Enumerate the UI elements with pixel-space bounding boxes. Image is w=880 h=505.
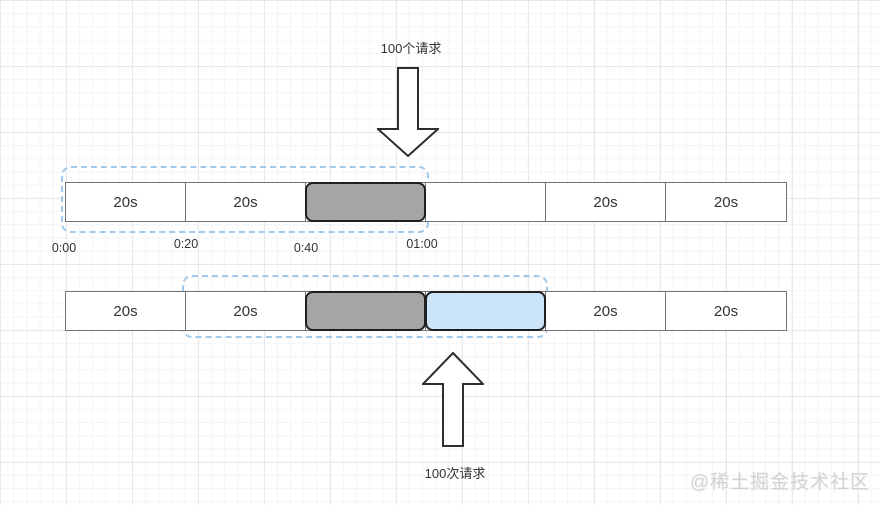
requests-label-bottom: 100次请求 bbox=[424, 466, 486, 481]
segment-label: 20s bbox=[233, 193, 258, 211]
timeline-bar-top: 20s 20s 20s 20s bbox=[65, 182, 787, 222]
axis-tick: 0:40 bbox=[293, 241, 319, 255]
up-arrow-icon bbox=[422, 352, 484, 447]
segment-cell: 20s bbox=[186, 292, 306, 330]
segment-cell: 20s bbox=[546, 183, 666, 221]
segment-cell: 20s bbox=[66, 183, 186, 221]
axis-tick: 01:00 bbox=[406, 237, 438, 251]
requests-label-top: 100个请求 bbox=[380, 41, 442, 56]
axis-tick: 0:00 bbox=[51, 241, 77, 255]
segment-cell bbox=[305, 182, 426, 222]
blue-counter-block bbox=[425, 291, 546, 331]
segment-cell: 20s bbox=[666, 183, 786, 221]
segment-cell bbox=[425, 291, 546, 331]
segment-label: 20s bbox=[233, 302, 258, 320]
gray-counter-block bbox=[305, 182, 426, 222]
segment-label: 20s bbox=[713, 193, 739, 211]
segment-label: 20s bbox=[593, 193, 618, 211]
axis-tick: 0:20 bbox=[173, 237, 199, 251]
segment-label: 20s bbox=[593, 302, 618, 320]
segment-cell: 20s bbox=[666, 292, 786, 330]
segment-label: 20s bbox=[713, 302, 739, 320]
gray-counter-block bbox=[305, 291, 426, 331]
segment-cell: 20s bbox=[186, 183, 306, 221]
segment-cell: 20s bbox=[66, 292, 186, 330]
down-arrow-icon bbox=[377, 67, 439, 157]
segment-cell: 20s bbox=[546, 292, 666, 330]
segment-cell bbox=[426, 183, 546, 221]
timeline-bar-bottom: 20s 20s 20s 20s bbox=[65, 291, 787, 331]
segment-cell bbox=[305, 291, 426, 331]
segment-label: 20s bbox=[113, 193, 138, 211]
segment-label: 20s bbox=[113, 302, 138, 320]
watermark: @稀土掘金技术社区 bbox=[689, 472, 870, 493]
